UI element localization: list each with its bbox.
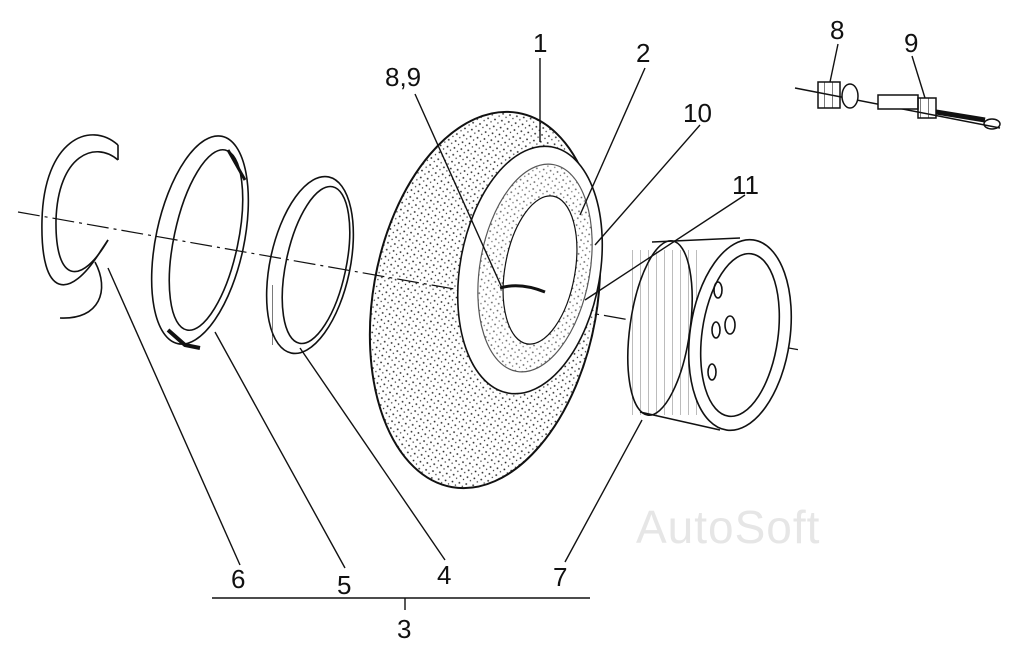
split-ring-6 bbox=[41, 134, 119, 319]
callout-4: 4 bbox=[437, 560, 452, 590]
callout-7: 7 bbox=[553, 562, 568, 592]
wheel-rim-7 bbox=[627, 237, 793, 432]
callout-11: 11 bbox=[732, 170, 759, 200]
callout-1: 1 bbox=[533, 28, 548, 58]
callout-2: 2 bbox=[636, 38, 651, 68]
callout-6: 6 bbox=[231, 564, 246, 594]
callout-9: 9 bbox=[904, 28, 919, 58]
lock-ring-5 bbox=[150, 135, 250, 350]
callout-3: 3 bbox=[397, 614, 412, 644]
side-ring-4 bbox=[265, 175, 355, 355]
leader-lines bbox=[107, 43, 926, 610]
callout-5: 5 bbox=[337, 570, 352, 600]
callout-8: 8 bbox=[830, 15, 845, 45]
tire-1 bbox=[368, 110, 604, 490]
callout-8-9: 8,9 bbox=[385, 62, 422, 92]
watermark: AutoSoft bbox=[636, 501, 821, 553]
valve-assembly bbox=[794, 81, 1001, 130]
callout-10: 10 bbox=[683, 98, 712, 128]
